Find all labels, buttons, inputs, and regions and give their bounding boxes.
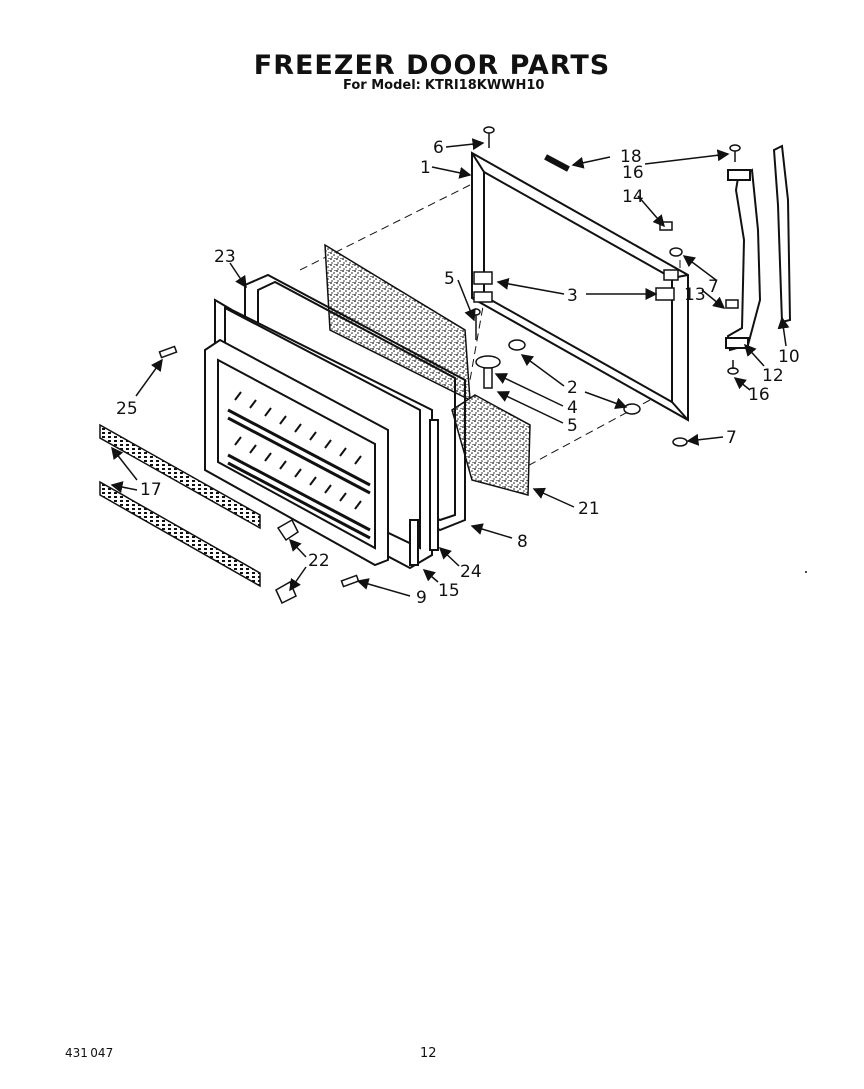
handle-12 bbox=[725, 168, 762, 352]
page-title: FREEZER DOOR PARTS bbox=[253, 50, 611, 81]
callout-3: 3 bbox=[567, 286, 578, 306]
hinge-brackets bbox=[473, 269, 679, 303]
shelf-ribs bbox=[227, 408, 371, 540]
callout-16a: 16 bbox=[622, 163, 644, 183]
model-prefix: For Model: bbox=[343, 78, 421, 93]
leader-lines bbox=[110, 138, 790, 597]
hinge-part-4 bbox=[471, 308, 501, 389]
callout-8: 8 bbox=[517, 532, 528, 552]
callout-5b: 5 bbox=[567, 416, 578, 436]
callout-18: 18 bbox=[620, 147, 642, 167]
shelf-teeth bbox=[234, 391, 362, 510]
callout-1: 1 bbox=[420, 158, 431, 178]
callout-14: 14 bbox=[622, 187, 644, 207]
stray-dot bbox=[805, 571, 807, 573]
callout-22: 22 bbox=[308, 551, 330, 571]
shelf-grille-17 bbox=[99, 423, 261, 588]
callout-25: 25 bbox=[116, 399, 138, 419]
callout-4: 4 bbox=[567, 398, 578, 418]
callout-9: 9 bbox=[416, 588, 427, 608]
callout-12: 12 bbox=[762, 366, 784, 386]
callout-24: 24 bbox=[460, 562, 482, 582]
callout-21: 21 bbox=[578, 499, 600, 519]
foam-insulation bbox=[324, 243, 531, 496]
callout-15: 15 bbox=[438, 581, 460, 601]
callout-6: 6 bbox=[433, 138, 444, 158]
model-subtitle: For Model:KTRI18KWWH10 bbox=[343, 78, 548, 93]
callout-10: 10 bbox=[778, 347, 800, 367]
document-number: 431 047 bbox=[65, 1046, 114, 1060]
callout-13: 13 bbox=[684, 285, 706, 305]
callout-7b: 7 bbox=[726, 428, 737, 448]
screw-25 bbox=[158, 345, 178, 359]
door-frame bbox=[471, 151, 689, 422]
model-number: KTRI18KWWH10 bbox=[424, 78, 545, 93]
side-trim-24 bbox=[429, 419, 439, 551]
strip-18 bbox=[544, 154, 570, 172]
callout-5a: 5 bbox=[444, 269, 455, 289]
callout-17: 17 bbox=[140, 480, 162, 500]
trim-strip-10 bbox=[772, 144, 792, 324]
callout-16b: 16 bbox=[748, 385, 770, 405]
callout-23: 23 bbox=[214, 247, 236, 267]
side-trim-15 bbox=[409, 519, 419, 566]
callout-2: 2 bbox=[567, 378, 578, 398]
callout-numbers: 1 6 18 16 14 7 13 3 5 2 4 5 10 12 16 7 2… bbox=[116, 138, 800, 608]
page-number: 12 bbox=[420, 1046, 437, 1061]
screw-6 bbox=[483, 126, 495, 148]
end-caps-22 bbox=[275, 518, 299, 605]
callout-7a: 7 bbox=[708, 277, 719, 297]
screw-9 bbox=[340, 574, 360, 588]
